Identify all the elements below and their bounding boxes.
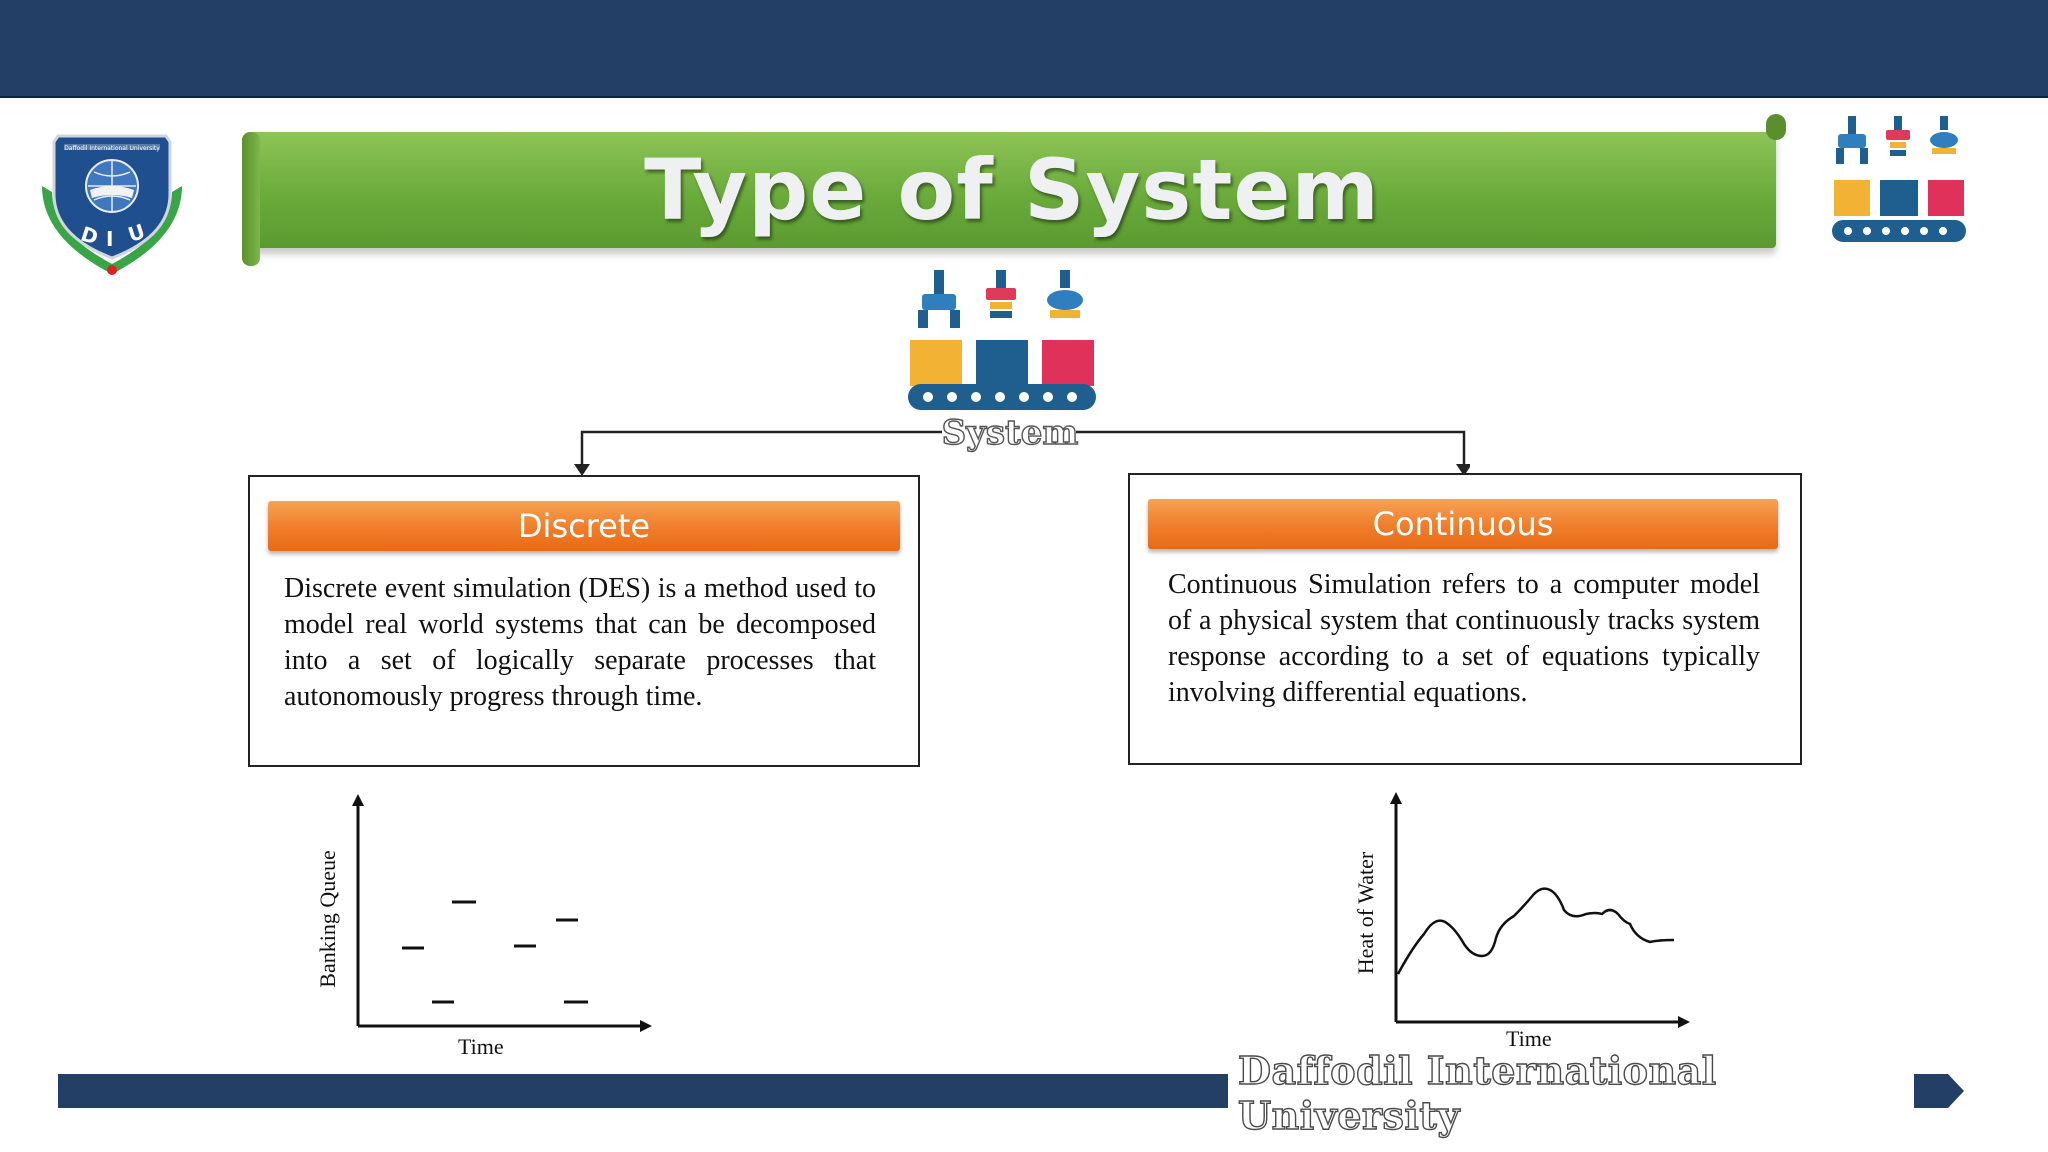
tree-connector	[574, 430, 1470, 476]
continuous-x-label: Time	[1506, 1026, 1552, 1051]
system-robot-icon	[904, 266, 1100, 414]
heat-curve	[1396, 887, 1675, 975]
discrete-heading: Discrete	[268, 501, 900, 551]
discrete-x-label: Time	[458, 1034, 504, 1059]
continuous-card: Continuous Continuous Simulation refers …	[1128, 473, 1802, 765]
discrete-graph: Banking Queue Time	[310, 790, 670, 1070]
svg-text:Daffodil International Univers: Daffodil International University	[64, 145, 160, 152]
continuous-y-label: Heat of Water	[1353, 851, 1378, 975]
title-banner: Type of System	[242, 114, 1786, 266]
system-root-label: System	[941, 412, 1079, 453]
discrete-graph-plot	[352, 794, 652, 1032]
svg-text:U: U	[125, 219, 148, 247]
robot-arm-conveyor-icon	[1828, 112, 1970, 254]
continuous-graph-plot	[1390, 792, 1690, 1028]
page-title: Type of System	[644, 141, 1380, 239]
next-arrow-icon[interactable]	[1912, 1072, 1966, 1110]
footer-bar	[58, 1074, 1228, 1108]
discrete-description: Discrete event simulation (DES) is a met…	[284, 573, 876, 712]
continuous-heading: Continuous	[1148, 499, 1778, 549]
discrete-y-label: Banking Queue	[315, 850, 340, 988]
banner-curl-right	[1766, 114, 1786, 140]
continuous-graph: Heat of Water Time	[1350, 788, 1710, 1058]
header-band	[0, 0, 2048, 98]
footer-university-name: Daffodil International University	[1237, 1047, 1717, 1138]
svg-text:I: I	[106, 227, 113, 251]
banner-curl-left	[242, 132, 260, 266]
continuous-description: Continuous Simulation refers to a comput…	[1168, 569, 1760, 708]
discrete-card: Discrete Discrete event simulation (DES)…	[248, 475, 920, 767]
svg-text:D: D	[78, 222, 101, 250]
diu-crest-logo-icon: Daffodil International University D I U	[32, 128, 192, 278]
